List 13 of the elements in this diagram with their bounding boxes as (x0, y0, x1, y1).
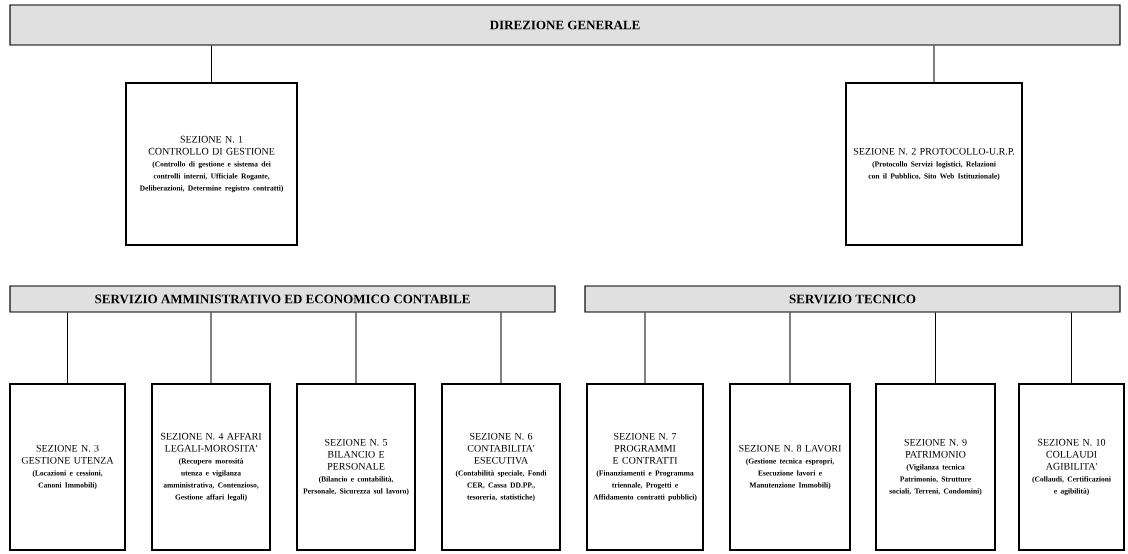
connector-line (935, 312, 936, 384)
connector-line (210, 312, 212, 384)
header-band: DIREZIONE GENERALE (9, 4, 1121, 46)
header-band: SERVIZIO TECNICO (584, 285, 1121, 313)
connector-line (933, 45, 935, 83)
connector-line (355, 312, 357, 384)
header-band: SERVIZIO AMMINISTRATIVO ED ECONOMICO CONTABILE (9, 285, 556, 313)
connector-line (500, 312, 502, 384)
connector-line (211, 45, 212, 83)
connector-line (644, 312, 646, 384)
connector-line (789, 312, 791, 384)
connector-line (67, 312, 68, 384)
connector-line (1071, 312, 1072, 384)
